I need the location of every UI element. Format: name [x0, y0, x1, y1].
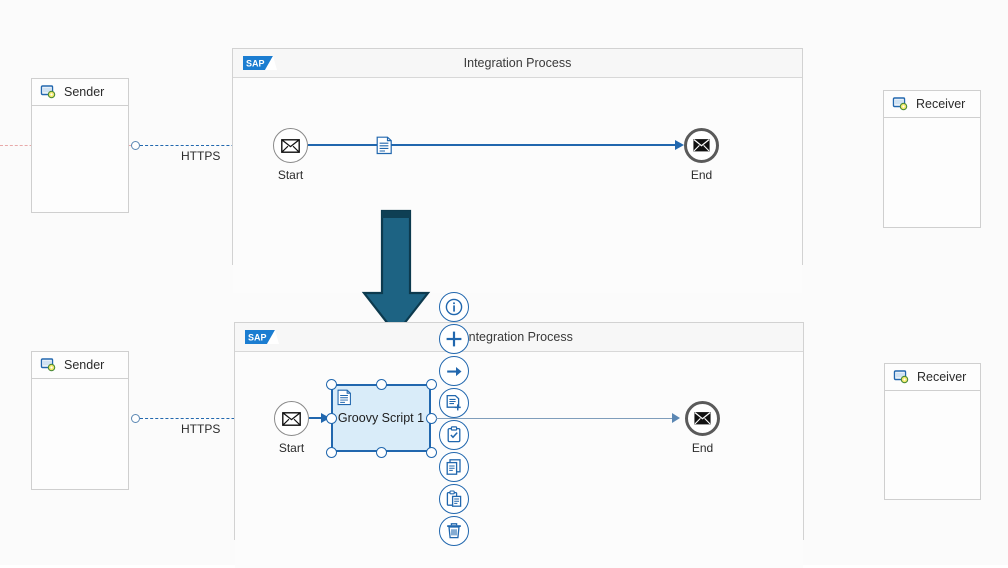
start-event-after[interactable]: [274, 401, 309, 436]
selection-handle-top-left[interactable]: [325, 378, 337, 390]
toolbar-add-button[interactable]: [439, 324, 469, 354]
sequence-flow-start-to-activity[interactable]: [309, 417, 325, 419]
sap-logo: SAP: [243, 56, 277, 70]
start-event-label-after: Start: [278, 441, 305, 455]
pool-header-before: SAP Integration Process: [233, 49, 802, 78]
pool-title-before: Integration Process: [463, 56, 572, 70]
start-event-label-before: Start: [277, 168, 304, 182]
selection-handle-bottom-center[interactable]: [375, 446, 387, 458]
pool-header-after: SAP Integration Process: [235, 323, 803, 352]
receiver-participant-before[interactable]: Receiver: [883, 90, 981, 228]
toolbar-properties-button[interactable]: [439, 420, 469, 450]
receiver-title-after: Receiver: [917, 370, 967, 384]
toolbar-paste-button[interactable]: [439, 484, 469, 514]
pool-title-after: Integration Process: [465, 330, 573, 344]
toolbar-copy-button[interactable]: [439, 452, 469, 482]
transition-arrow: [360, 205, 432, 345]
arrow-right-icon: [446, 366, 461, 376]
selection-handle-middle-left[interactable]: [325, 412, 337, 424]
toolbar-delete-button[interactable]: [439, 516, 469, 546]
document-plus-icon: [446, 394, 461, 411]
integration-process-pool-before[interactable]: SAP Integration Process: [232, 48, 803, 293]
message-flow-source-dot-before: [131, 141, 140, 150]
script-document-icon: [337, 389, 352, 411]
toolbar-add-script-button[interactable]: [439, 388, 469, 418]
clipboard-check-icon: [447, 426, 461, 443]
sender-header-after: Sender: [32, 352, 128, 379]
toolbar-info-button[interactable]: [439, 292, 469, 322]
script-document-icon: [376, 136, 393, 160]
sender-participant-before[interactable]: Sender: [31, 78, 129, 213]
groovy-script-label: Groovy Script 1: [337, 411, 425, 425]
sap-logo: SAP: [245, 330, 279, 344]
sequence-flow-before[interactable]: [308, 144, 679, 146]
sender-header: Sender: [32, 79, 128, 106]
trash-icon: [447, 523, 461, 539]
sender-title: Sender: [64, 85, 105, 99]
sequence-flow-arrowhead-before: [675, 139, 684, 150]
receiver-header-after: Receiver: [885, 364, 980, 391]
end-event-before[interactable]: [684, 128, 719, 163]
pool-body-before: [233, 78, 802, 293]
sender-participant-after[interactable]: Sender: [31, 351, 129, 490]
integration-process-pool-after[interactable]: SAP Integration Process: [234, 322, 804, 568]
selection-handle-bottom-right[interactable]: [425, 446, 437, 458]
message-flow-after[interactable]: [140, 418, 265, 419]
receiver-participant-after[interactable]: Receiver: [884, 363, 981, 500]
svg-text:SAP: SAP: [246, 59, 265, 69]
message-flow-source-dot-after: [131, 414, 140, 423]
toolbar-connect-button[interactable]: [439, 356, 469, 386]
end-event-label-before: End: [690, 168, 713, 182]
message-envelope-icon: [282, 411, 301, 426]
participant-icon: [893, 369, 909, 385]
message-envelope-icon: [281, 138, 300, 153]
receiver-title: Receiver: [916, 97, 966, 111]
participant-icon: [40, 357, 56, 373]
message-flow-label-before: HTTPS: [181, 149, 221, 163]
end-event-label-after: End: [691, 441, 714, 455]
message-envelope-icon: [694, 412, 711, 425]
selection-handle-top-center[interactable]: [375, 378, 387, 390]
sender-title-after: Sender: [64, 358, 105, 372]
message-flow-before[interactable]: [140, 145, 265, 146]
sequence-flow-arrowhead-activity-to-end: [672, 413, 680, 423]
end-event-after[interactable]: [685, 401, 720, 436]
paste-icon: [446, 490, 462, 507]
sequence-flow-activity-to-end[interactable]: [436, 417, 675, 419]
selection-handle-bottom-left[interactable]: [325, 446, 337, 458]
participant-icon: [40, 84, 56, 100]
copy-icon: [446, 459, 461, 475]
pool-body-after: [235, 352, 803, 568]
info-icon: [445, 298, 463, 316]
message-flow-label-after: HTTPS: [181, 422, 221, 436]
message-envelope-icon: [693, 139, 710, 152]
selection-handle-middle-right[interactable]: [425, 412, 437, 424]
groovy-script-activity[interactable]: Groovy Script 1: [331, 384, 431, 452]
svg-text:SAP: SAP: [248, 333, 267, 343]
selection-handle-top-right[interactable]: [425, 378, 437, 390]
participant-icon: [892, 96, 908, 112]
receiver-header: Receiver: [884, 91, 980, 118]
start-event-before[interactable]: [273, 128, 308, 163]
plus-icon: [446, 331, 462, 347]
